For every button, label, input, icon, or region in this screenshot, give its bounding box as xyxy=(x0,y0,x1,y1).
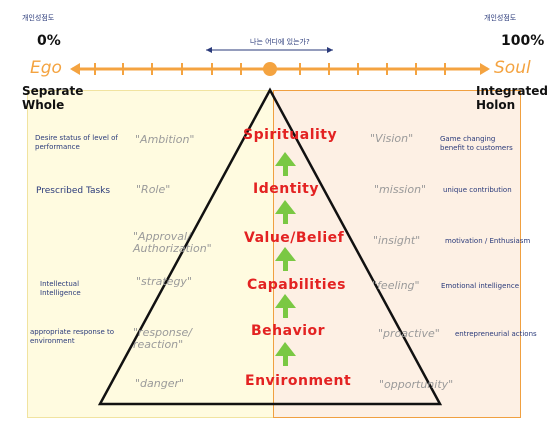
left-scale-korean: 개인성점도 xyxy=(22,14,55,22)
left-quote-danger: "danger" xyxy=(135,377,185,390)
level-capabilities: Capabilities xyxy=(247,277,346,293)
axis-question: 나는 어디에 있는가? xyxy=(250,38,310,46)
right-quote-vision: "Vision" xyxy=(370,132,414,145)
left-panel xyxy=(27,90,277,418)
right-note-motivation: motivation / Enthusiasm xyxy=(445,237,531,245)
right-quote-proactive: "proactive" xyxy=(378,327,440,340)
left-quote-strategy: "strategy" xyxy=(136,275,192,288)
left-note-status: Desire status of level of performance xyxy=(35,134,118,151)
level-identity: Identity xyxy=(253,181,320,197)
left-heading: Separate Whole xyxy=(22,84,84,112)
right-note-entrepreneurial: entrepreneurial actions xyxy=(455,330,537,338)
right-quote-feeling: "feeling" xyxy=(372,279,420,292)
right-note-emotional: Emotional intelligence xyxy=(441,282,520,290)
right-quote-opportunity: "opportunity" xyxy=(379,378,454,391)
right-heading: Integrated Holon xyxy=(476,84,548,112)
left-note-tasks: Prescribed Tasks xyxy=(36,186,111,196)
right-panel xyxy=(273,90,521,418)
level-spirituality: Spirituality xyxy=(243,127,338,143)
right-scale-value: 100% xyxy=(501,33,545,49)
right-scale-korean: 개인성점도 xyxy=(484,14,517,22)
level-environment: Environment xyxy=(245,373,352,389)
left-note-intellectual: Intellectual Intelligence xyxy=(40,280,81,297)
ego-soul-axis xyxy=(70,47,490,76)
right-quote-mission: "mission" xyxy=(374,183,427,196)
level-behavior: Behavior xyxy=(251,323,326,339)
soul-label: Soul xyxy=(494,58,531,78)
left-quote-response: "response/ reaction" xyxy=(133,326,192,351)
left-quote-approval: "Approval/ Authorization" xyxy=(133,230,212,255)
left-note-response: appropriate response to environment xyxy=(30,328,115,345)
left-scale-value: 0% xyxy=(37,33,61,49)
ego-label: Ego xyxy=(30,58,62,78)
level-value-belief: Value/Belief xyxy=(244,230,345,246)
left-quote-ambition: "Ambition" xyxy=(135,133,195,146)
left-quote-role: "Role" xyxy=(136,183,171,196)
right-quote-insight: "insight" xyxy=(373,234,421,247)
right-note-unique: unique contribution xyxy=(443,186,512,194)
right-note-game-changing: Game changing benefit to customers xyxy=(440,135,513,152)
